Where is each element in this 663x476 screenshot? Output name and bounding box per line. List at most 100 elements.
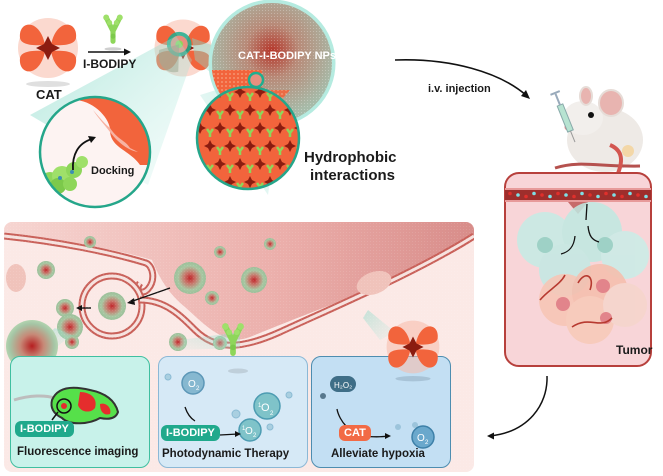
reaction-arrow — [88, 48, 131, 56]
catalase-core-mark — [234, 158, 246, 170]
bodipy-mark — [236, 146, 244, 155]
oxygen-bubble: O 2 — [181, 371, 205, 395]
bodipy-mark — [266, 164, 274, 173]
catalase-core-mark — [224, 104, 236, 116]
blood-cell-dot — [628, 191, 632, 196]
blood-cell-dot — [596, 194, 600, 199]
svg-text:O: O — [417, 433, 425, 444]
bodipy-mark — [226, 92, 234, 101]
svg-text:O: O — [188, 379, 196, 390]
cat-protein-icon — [18, 18, 78, 87]
bodipy-mark — [246, 92, 254, 101]
svg-text:1: 1 — [242, 426, 246, 432]
bodipy-mark — [256, 110, 264, 119]
bodipy-molecule-icon — [103, 15, 123, 51]
alleviate-hypoxia-panel — [311, 356, 451, 468]
catalase-core-mark — [234, 122, 246, 134]
bodipy-mark — [226, 128, 234, 137]
catalase-core-mark — [244, 104, 256, 116]
bodipy-mark — [216, 146, 224, 155]
cat-label: CAT — [36, 87, 62, 102]
blood-cell-dot — [588, 193, 592, 197]
blood-cell-dot — [644, 194, 648, 199]
catalase-core-mark — [204, 140, 216, 152]
syringe-icon — [550, 90, 576, 143]
singlet-oxygen-bubble: 1 O 2 — [253, 392, 281, 420]
catalase-core-mark — [204, 104, 216, 116]
blood-cell-dot — [620, 194, 624, 199]
injection-arrow — [394, 59, 530, 99]
svg-text:2: 2 — [196, 386, 200, 392]
catalase-core-mark — [274, 158, 286, 170]
catalase-core-mark — [224, 140, 236, 152]
catalase-core-mark — [214, 158, 226, 170]
bodipy-mark — [246, 128, 254, 137]
cat-protein-icon — [386, 320, 440, 382]
catalase-core-mark — [224, 176, 236, 188]
hydrophobic-label-line1: Hydrophobic — [304, 149, 397, 166]
catalase-core-mark — [264, 140, 276, 152]
blood-cell-dot — [564, 193, 568, 197]
blood-cell-dot — [540, 193, 544, 197]
oxygen-bubble: O 2 — [411, 425, 435, 449]
bodipy-mark — [216, 110, 224, 119]
return-arrow — [487, 375, 548, 440]
catalase-core-mark — [284, 140, 296, 152]
imaging-mouse-icon — [13, 386, 120, 425]
catalase-core-mark — [264, 104, 276, 116]
svg-text:1: 1 — [258, 403, 262, 409]
tumor-label: Tumor — [616, 343, 653, 357]
blood-cell-dot — [612, 193, 616, 197]
catalase-core-mark — [244, 176, 256, 188]
bodipy-mark — [236, 182, 244, 189]
blood-cell-dot — [556, 191, 560, 196]
pdt-i-bodipy-tag: I-BODIPY — [161, 425, 220, 441]
catalase-core-mark — [264, 176, 276, 188]
mouse-icon — [554, 86, 643, 181]
blood-cell-dot — [532, 191, 536, 196]
nps-label: CAT-I-BODIPY NPs — [238, 50, 336, 62]
hypoxia-cat-tag: CAT — [339, 425, 371, 441]
svg-text:2: 2 — [425, 440, 429, 446]
fluorescence-imaging-title: Fluorescence imaging — [17, 446, 139, 458]
hydrophobic-label-line2: interactions — [310, 167, 396, 184]
bodipy-mark — [276, 110, 284, 119]
blood-cell-dot — [580, 191, 584, 196]
blood-cell-dot — [604, 191, 608, 196]
bodipy-mark — [286, 128, 294, 137]
catalase-core-mark — [234, 87, 246, 98]
svg-text:H₂O₂: H₂O₂ — [334, 381, 352, 390]
alleviate-hypoxia-title: Alleviate hypoxia — [331, 448, 425, 460]
bodipy-mark — [256, 146, 264, 155]
catalase-core-mark — [274, 122, 286, 134]
docking-label: Docking — [91, 165, 135, 177]
catalase-core-mark — [254, 87, 266, 98]
catalase-core-mark — [254, 122, 266, 134]
svg-text:O: O — [245, 426, 253, 437]
bodipy-molecule-icon — [222, 323, 244, 353]
tumor-box — [504, 172, 652, 367]
blood-cell-dot — [548, 194, 552, 199]
fluorescence-i-bodipy-tag: I-BODIPY — [15, 421, 74, 437]
svg-text:2: 2 — [253, 433, 257, 439]
bodipy-mark — [206, 128, 214, 137]
blood-cell-dot — [516, 193, 520, 197]
bodipy-mark — [226, 164, 234, 173]
blood-cell-dot — [508, 191, 512, 196]
svg-text:O: O — [261, 402, 270, 414]
svg-text:2: 2 — [270, 411, 274, 417]
catalase-core-mark — [244, 140, 256, 152]
bodipy-mark — [246, 164, 254, 173]
photodynamic-therapy-title: Photodynamic Therapy — [162, 448, 290, 460]
blood-cell-dot — [524, 194, 528, 199]
bodipy-mark — [266, 128, 274, 137]
hydrogen-peroxide-bubble: H₂O₂ — [330, 376, 356, 392]
i-bodipy-arrow-label: I-BODIPY — [83, 57, 137, 71]
blood-cell-dot — [636, 193, 640, 197]
catalase-core-mark — [214, 122, 226, 134]
blood-cell-dot — [572, 194, 576, 199]
injection-label: i.v. injection — [428, 83, 491, 95]
bodipy-mark — [276, 146, 284, 155]
bodipy-mark — [236, 110, 244, 119]
